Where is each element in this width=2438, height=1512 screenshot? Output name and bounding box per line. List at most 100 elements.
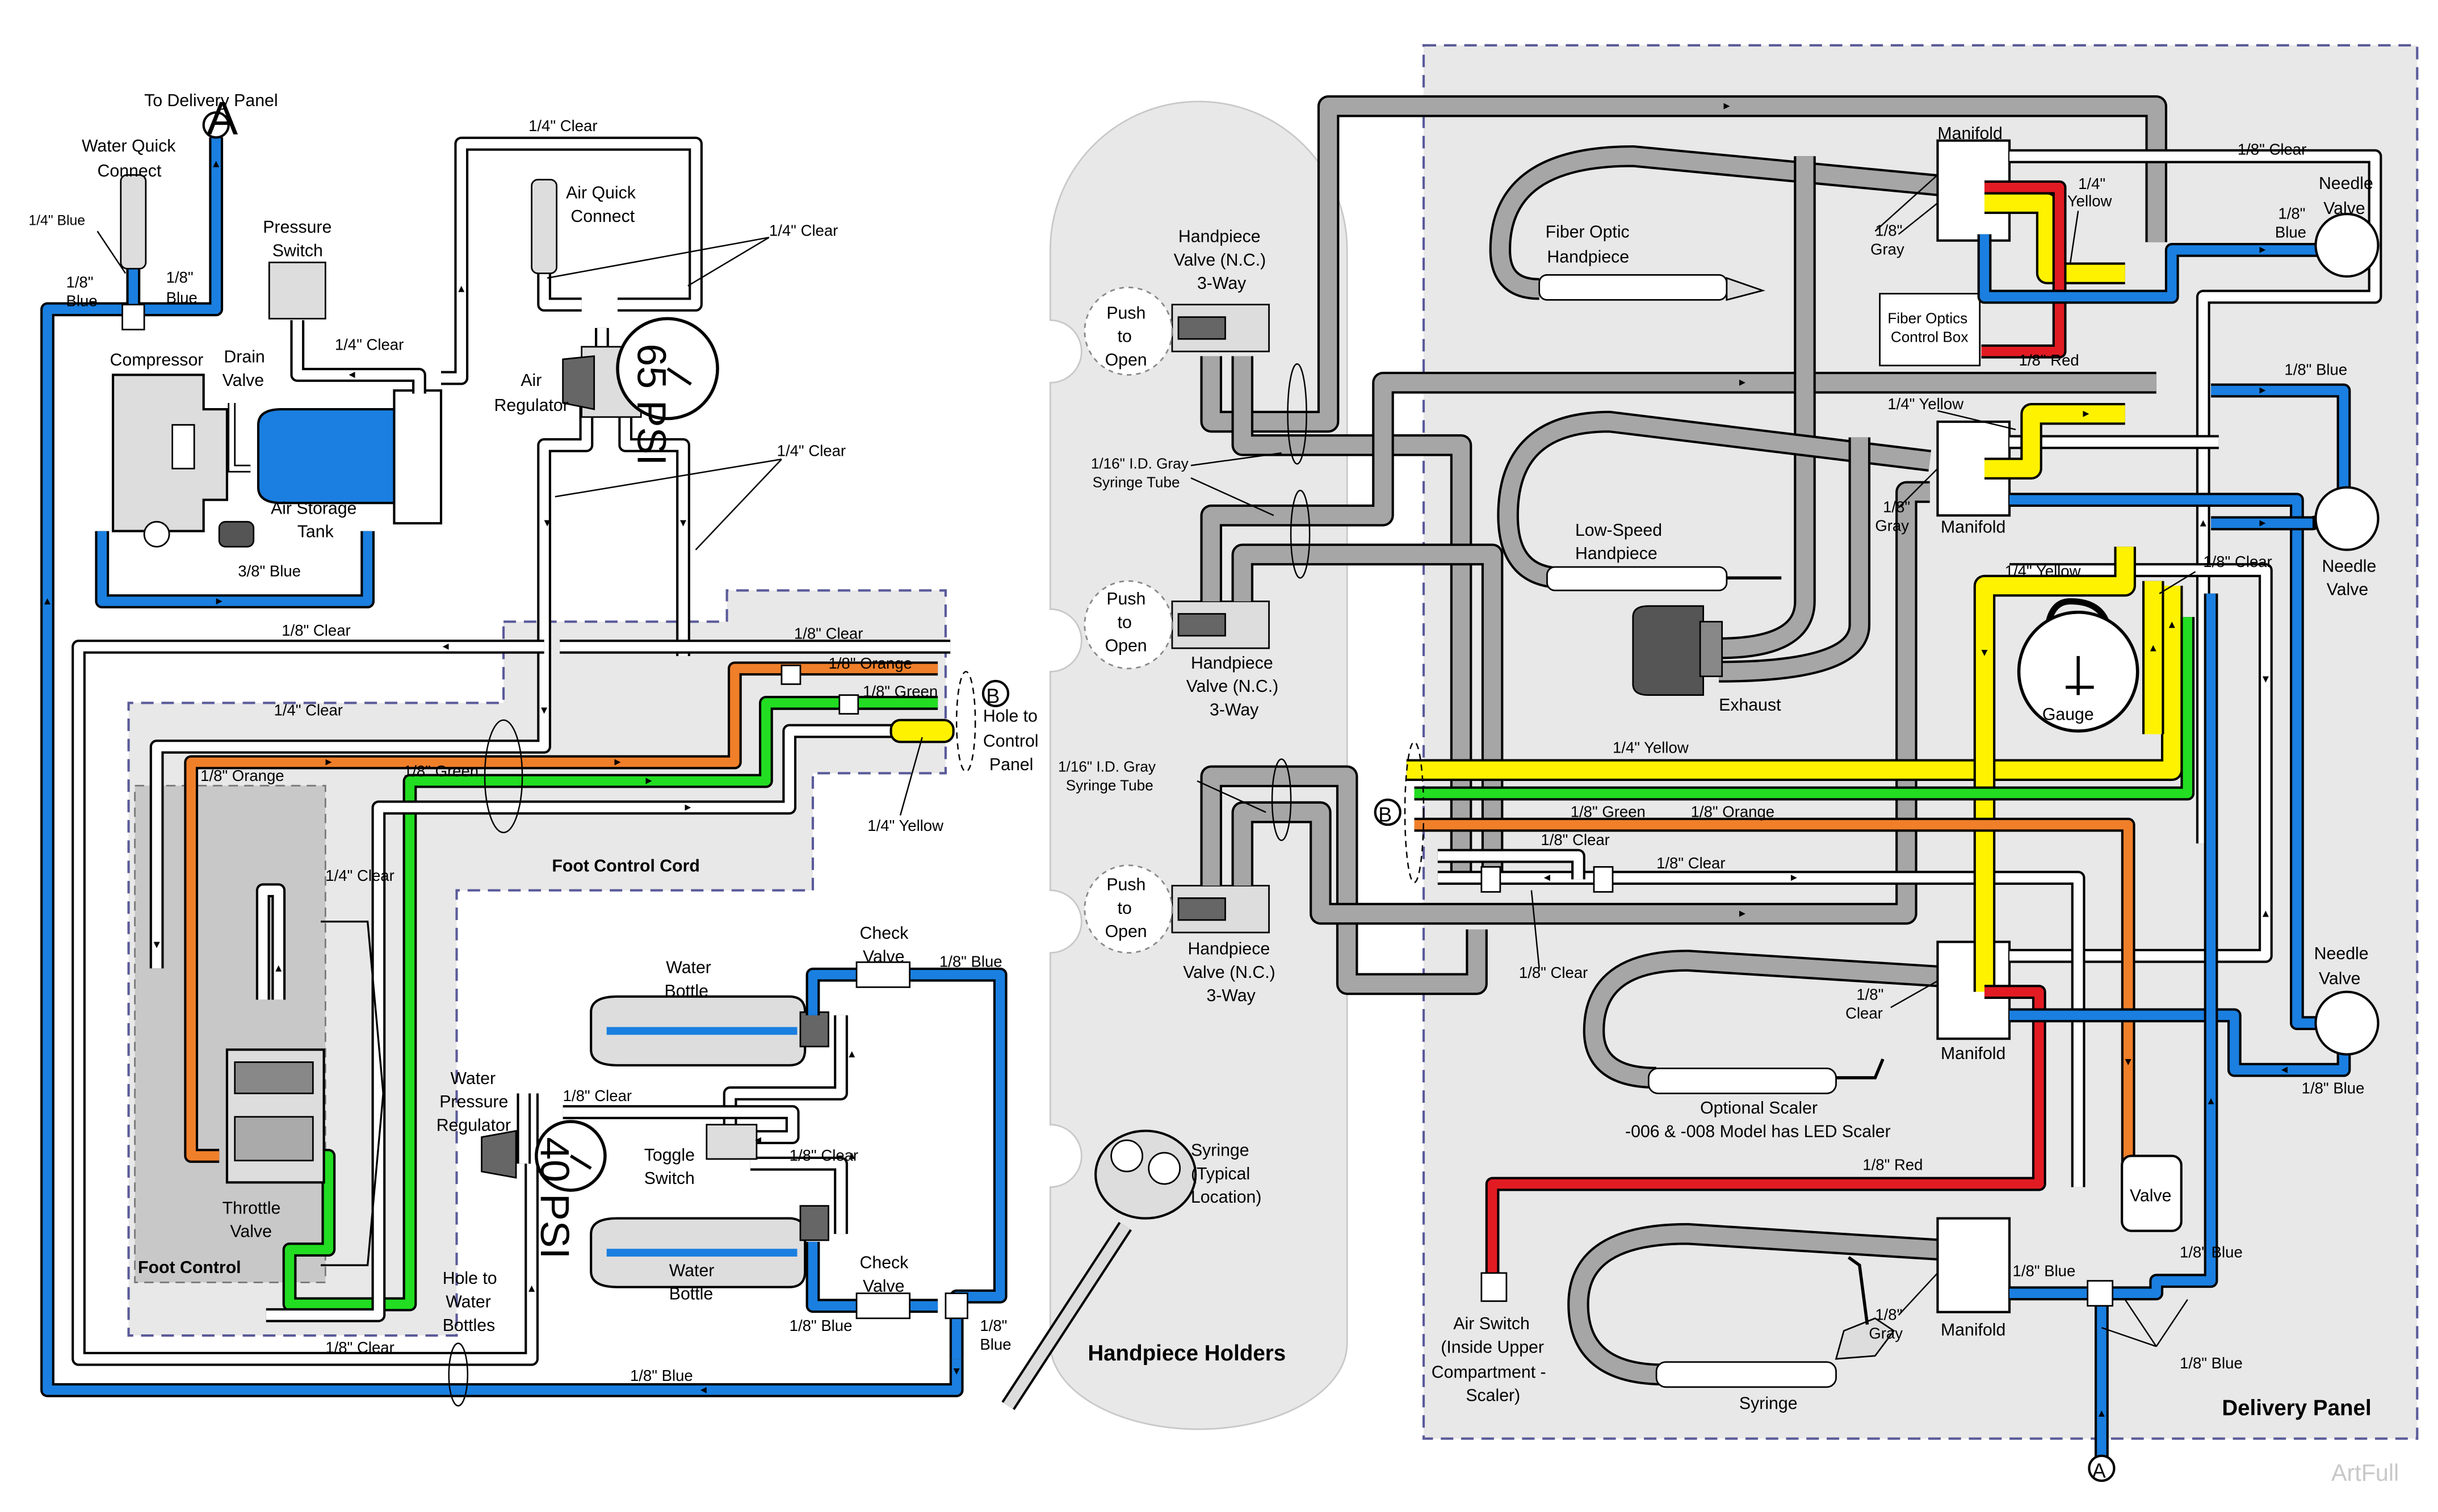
label-optional-scaler-2: -006 & -008 Model has LED Scaler: [1625, 1123, 1891, 1141]
label-blue-b2: Blue: [166, 289, 198, 306]
psi65-label: 65 PSI: [629, 343, 674, 465]
label-valve: Valve: [2130, 1186, 2171, 1205]
label-quarter-yellow-c: 1/4" Yellow: [2005, 562, 2081, 580]
label-water-quick-connect-1: Water Quick: [82, 137, 176, 156]
label-pressure-switch-2: Switch: [272, 241, 323, 260]
label-air-regulator-2: Regulator: [494, 396, 569, 415]
connector-a-top-label: A: [207, 93, 238, 145]
label-blue-a2: Blue: [66, 292, 97, 309]
label-eighth-clear-c: 1/8" Clear: [325, 1338, 394, 1356]
air-regulator[interactable]: [562, 317, 719, 421]
label-push-1-c: Open: [1105, 351, 1147, 369]
label-clear-stack-2: Clear: [1845, 1004, 1883, 1022]
needle-valve-3[interactable]: [2314, 990, 2380, 1056]
label-syringe-typ-2: (Typical: [1191, 1165, 1250, 1183]
pressure-switch: [268, 261, 326, 320]
label-push-1-b: to: [1118, 327, 1132, 346]
low-speed-handpiece: [1546, 566, 1782, 591]
label-manifold-4: Manifold: [1941, 1321, 2005, 1339]
label-eighth-green-a: 1/8" Green: [863, 682, 938, 700]
label-needle-valve-1-a: Needle: [2319, 174, 2373, 193]
water-quick-connect[interactable]: [120, 174, 147, 331]
needle-valve-1[interactable]: [2314, 212, 2380, 278]
label-air-switch-4: Scaler): [1466, 1387, 1520, 1405]
label-quarter-yellow-stack-1: 1/4": [2078, 175, 2105, 192]
air-switch[interactable]: [1480, 1272, 1508, 1302]
psi40-label: 40 PSI: [532, 1137, 577, 1259]
label-syringe-tube-2-a: 1/16" I.D. Gray: [1058, 758, 1156, 775]
label-toggle-switch-1: Toggle: [644, 1146, 695, 1165]
manifold-4: [1936, 1217, 2011, 1313]
label-three-eighth-blue: 3/8" Blue: [238, 562, 301, 580]
check-valve-bottom[interactable]: [855, 1292, 910, 1320]
label-drain-valve-2: Valve: [223, 371, 264, 390]
fiber-optic-handpiece: [1538, 274, 1765, 301]
air-storage-tank: [257, 389, 443, 525]
drain-valve[interactable]: [228, 403, 251, 473]
throttle-valve[interactable]: [225, 921, 384, 1266]
label-push-3-c: Open: [1105, 922, 1147, 941]
label-air-switch-1: Air Switch: [1453, 1314, 1530, 1333]
handpiece-valve-2[interactable]: [1084, 580, 1270, 670]
connector-b-left-label: B: [986, 684, 1000, 707]
label-clear-stack-1: 1/8": [1856, 985, 1883, 1003]
handpiece-valve-3[interactable]: [1084, 864, 1270, 954]
label-needle-valve-1-b: Valve: [2323, 199, 2365, 218]
valve-block[interactable]: [2121, 1154, 2183, 1232]
clear-air-lines-left: [72, 136, 951, 1366]
label-syringe-typ-1: Syringe: [1191, 1141, 1249, 1160]
label-hp-valve-2-a: Handpiece: [1191, 654, 1273, 673]
compressor: [111, 373, 229, 532]
label-eighth-clear-i: 1/8" Clear: [1656, 854, 1725, 872]
label-delivery-panel: Delivery Panel: [2222, 1396, 2371, 1420]
label-water-bottle-bottom-2: Bottle: [669, 1285, 713, 1304]
exhaust: [1632, 605, 1723, 696]
label-foot-control-cord: Foot Control Cord: [552, 857, 700, 876]
label-hole-control-2: Control: [983, 732, 1039, 750]
label-quarter-yellow-a: 1/4" Yellow: [867, 817, 943, 834]
label-water-bottle-top-1: Water: [666, 959, 711, 977]
label-quarter-yellow-stack-2: Yellow: [2067, 192, 2112, 209]
label-push-1-a: Push: [1106, 304, 1145, 322]
label-gray-c1: 1/8": [1875, 1305, 1902, 1323]
label-needle-valve-3-a: Needle: [2314, 944, 2369, 963]
label-syringe-typ-3: Location): [1191, 1188, 1262, 1207]
connector-a-top: [202, 111, 230, 139]
label-eighth-red-a: 1/8" Red: [2019, 351, 2079, 369]
manifold-1: [1936, 139, 2011, 242]
syringe-holder: [1001, 1129, 1197, 1410]
toggle-switch[interactable]: [706, 1124, 758, 1160]
check-valve-top[interactable]: [855, 961, 910, 988]
label-eighth-clear-a: 1/8" Clear: [282, 621, 350, 639]
label-optional-scaler-1: Optional Scaler: [1700, 1099, 1818, 1118]
label-water-quick-connect-2: Connect: [98, 162, 162, 180]
label-eighth-clear-e: 1/8" Clear: [790, 1146, 858, 1164]
needle-valve-2[interactable]: [2314, 486, 2380, 551]
grommets: [955, 671, 1425, 884]
air-quick-connect[interactable]: [531, 179, 557, 274]
label-water-pressure-reg-2: Pressure: [439, 1093, 508, 1111]
label-fo-box-2: Control Box: [1891, 329, 1969, 346]
handpiece-valve-1[interactable]: [1084, 287, 1270, 376]
connector-a-bottom-label: A: [2092, 1459, 2106, 1482]
label-push-2-a: Push: [1106, 590, 1145, 608]
label-quarter-clear-e: 1/4" Clear: [274, 701, 343, 719]
drain-plug: [143, 520, 255, 548]
yellow-connector: [889, 719, 955, 744]
label-eighth-clear-b: 1/8" Clear: [794, 625, 863, 642]
label-eighth-blue-f: 1/8" Blue: [2180, 1243, 2243, 1261]
label-check-valve-top-1: Check: [860, 924, 909, 943]
label-fo-box-1: Fiber Optics: [1887, 310, 1967, 327]
label-syringe-tube-2-b: Syringe Tube: [1066, 777, 1153, 794]
label-needle-valve-3-b: Valve: [2319, 969, 2360, 988]
label-eighth-blue-d: 1/8" Blue: [2284, 360, 2347, 378]
label-air-quick-connect-2: Connect: [570, 207, 635, 226]
water-pressure-regulator[interactable]: [481, 1120, 607, 1192]
water-bottle-bottom: [590, 1205, 829, 1288]
label-blue-b1: 1/8": [166, 268, 194, 286]
label-quarter-yellow-d: 1/4" Yellow: [1613, 738, 1689, 756]
label-pressure-switch-1: Pressure: [263, 218, 331, 237]
label-push-3-b: to: [1118, 899, 1132, 918]
label-eighth-clear-h: 1/8" Clear: [1541, 831, 1609, 849]
